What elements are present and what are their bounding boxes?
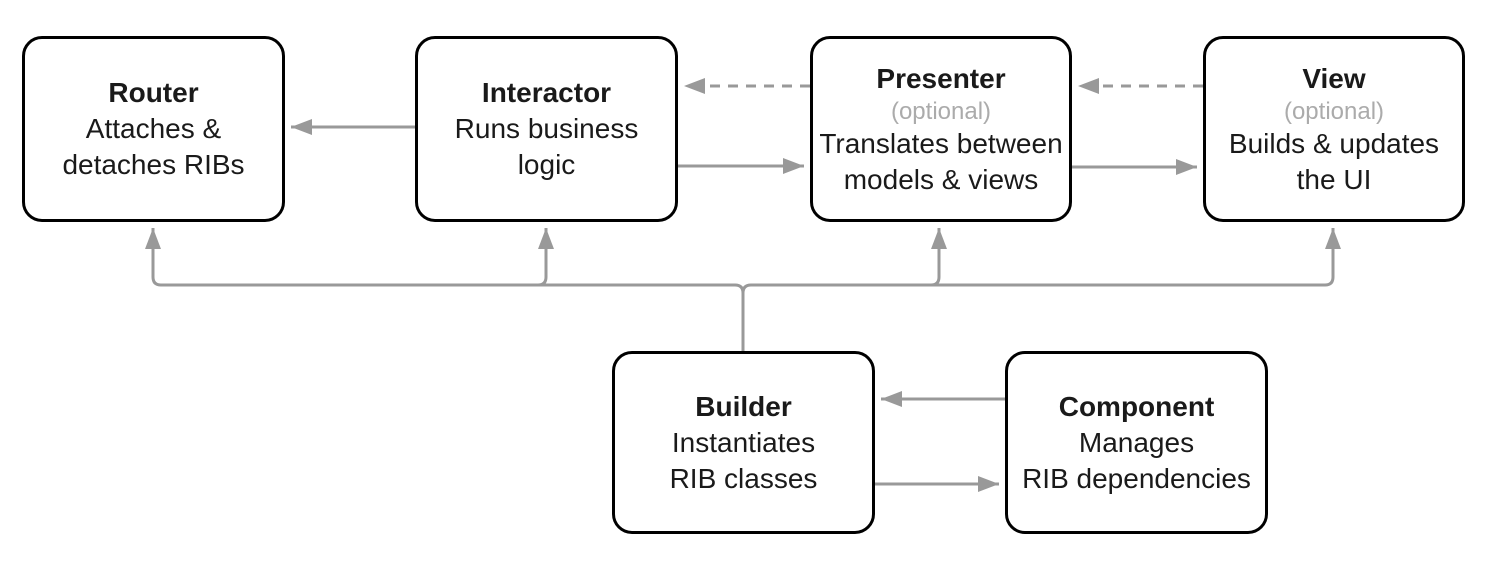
edge-builder-to-view [741, 228, 1341, 294]
node-presenter-title: Presenter [876, 62, 1006, 94]
node-presenter-description: Translates between models & views [819, 127, 1063, 195]
edge-builder-to-presenter [930, 228, 947, 287]
node-interactor-title: Interactor [481, 77, 612, 108]
node-component-title: Component [1058, 390, 1215, 422]
node-router-description: Attaches & detaches RIBs [62, 113, 245, 180]
edge-builder-to-interactor [537, 228, 554, 287]
node-component-description: Manages RIB dependencies [1022, 426, 1251, 494]
node-builder-description: Instantiates RIB classes [669, 426, 818, 494]
node-view-optional-note: (optional) [1283, 97, 1385, 125]
node-interactor-description: Runs business logic [454, 113, 639, 180]
node-router: Router Attaches & detaches RIBs [22, 36, 285, 222]
node-component: Component Manages RIB dependencies [1005, 351, 1268, 534]
node-presenter: Presenter (optional) Translates between … [810, 36, 1072, 222]
node-presenter-optional-note: (optional) [890, 97, 992, 125]
node-view: View (optional) Builds & updates the UI [1203, 36, 1465, 222]
node-builder-title: Builder [695, 390, 792, 422]
node-view-title: View [1302, 62, 1366, 94]
edge-builder-to-router [145, 228, 745, 294]
node-builder: Builder Instantiates RIB classes [612, 351, 875, 534]
node-view-description: Builds & updates the UI [1228, 127, 1440, 195]
node-interactor: Interactor Runs business logic [415, 36, 678, 222]
node-router-title: Router [108, 77, 199, 108]
